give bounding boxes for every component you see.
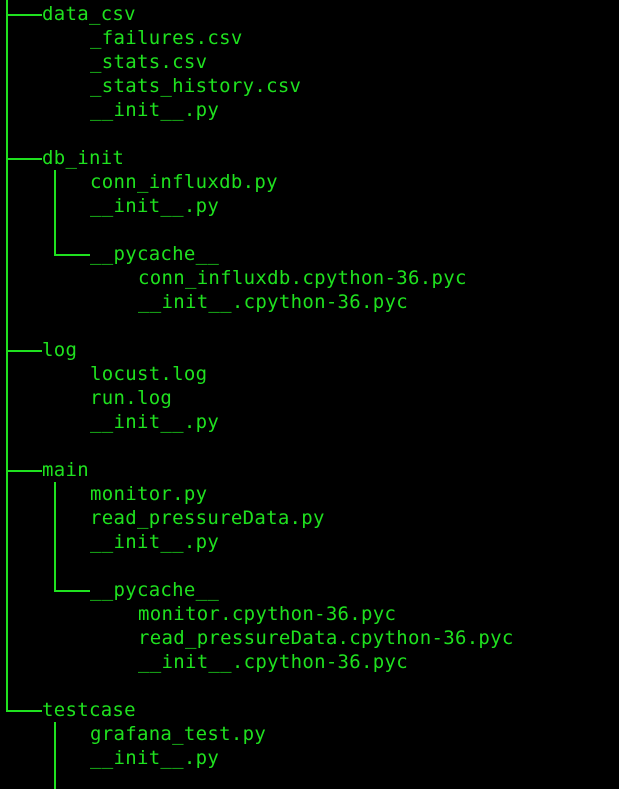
tree-entry: __init__.py xyxy=(90,99,220,121)
tree-connector-line xyxy=(54,170,56,254)
tree-connector-line xyxy=(6,470,42,472)
tree-entry: read_pressureData.cpython-36.pyc xyxy=(138,627,514,649)
tree-connector-line xyxy=(6,14,42,16)
tree-entry: __init__.cpython-36.pyc xyxy=(138,651,408,673)
tree-connector-line xyxy=(54,482,56,590)
tree-connector-line xyxy=(6,158,42,160)
tree-entry: __init__.py xyxy=(90,747,220,769)
tree-entry: locust.log xyxy=(90,363,208,385)
tree-entry: monitor.py xyxy=(90,483,208,505)
tree-entry: data_csv xyxy=(42,3,136,25)
tree-entry: _failures.csv xyxy=(90,27,243,49)
tree-entry: log xyxy=(42,339,78,361)
tree-entry: testcase xyxy=(42,699,136,721)
tree-entry: grafana_test.py xyxy=(90,723,267,745)
tree-entry: main xyxy=(42,459,89,481)
tree-entry: __init__.py xyxy=(90,531,220,553)
tree-entry: __init__.py xyxy=(90,411,220,433)
tree-entry: read_pressureData.py xyxy=(90,507,325,529)
tree-connector-line xyxy=(6,0,8,710)
tree-entry: monitor.cpython-36.pyc xyxy=(138,603,397,625)
tree-entry: _stats_history.csv xyxy=(90,75,302,97)
tree-entry: conn_influxdb.cpython-36.pyc xyxy=(138,267,467,289)
tree-entry: db_init xyxy=(42,147,125,169)
tree-entry: _stats.csv xyxy=(90,51,208,73)
tree-entry: conn_influxdb.py xyxy=(90,171,278,193)
tree-entry: __init__.py xyxy=(90,195,220,217)
tree-entry: __pycache__ xyxy=(90,579,220,601)
tree-connector-line xyxy=(54,722,56,789)
tree-entry: __pycache__ xyxy=(90,243,220,265)
tree-connector-line xyxy=(54,590,90,592)
tree-entry: run.log xyxy=(90,387,173,409)
tree-connector-line xyxy=(6,350,42,352)
tree-connector-line xyxy=(54,254,90,256)
tree-entry: __init__.cpython-36.pyc xyxy=(138,291,408,313)
tree-connector-line xyxy=(6,710,42,712)
